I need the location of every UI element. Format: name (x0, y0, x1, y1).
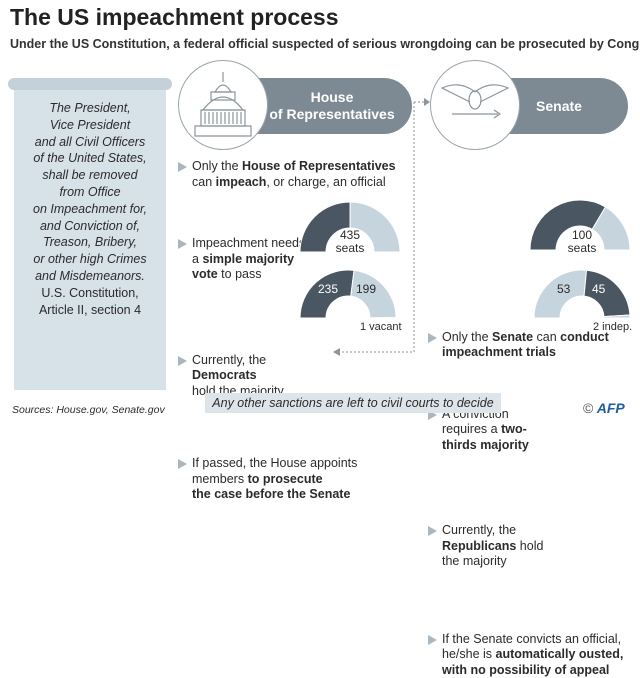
senate-rep-count: 53 (557, 282, 570, 296)
house-dem-count: 235 (318, 282, 338, 296)
logo-text: AFP (597, 400, 625, 416)
text: Currently, the (442, 523, 516, 537)
text: members (192, 472, 248, 486)
senate-composition-segment (584, 270, 630, 316)
copyright: © (583, 400, 593, 416)
house-bullet-4: If passed, the House appoints members to … (178, 456, 408, 503)
text: to prosecute (248, 472, 323, 486)
text: seats (562, 242, 602, 255)
text: thirds majority (442, 438, 529, 452)
text: seats (330, 242, 370, 255)
house-vacant-label: 1 vacant (360, 321, 402, 333)
senate-bullet-4: If the Senate convicts an official,he/sh… (428, 632, 640, 678)
text: with no possibility of appeal (442, 663, 609, 677)
sources: Sources: House.gov, Senate.gov (12, 404, 165, 416)
text: he/she is (442, 647, 496, 661)
footer-banner: Any other sanctions are left to civil co… (205, 393, 501, 413)
senate-dem-count: 45 (592, 282, 605, 296)
text: If the Senate convicts an official, (442, 632, 621, 646)
seat-charts (0, 0, 640, 426)
text: the majority (442, 554, 507, 568)
text: hold (516, 539, 543, 553)
text: If passed, the House appoints (192, 456, 357, 470)
text: automatically ousted, (496, 647, 624, 661)
text: the case before the Senate (192, 487, 350, 501)
text: Republicans (442, 539, 516, 553)
house-rep-count: 199 (356, 282, 376, 296)
senate-indep-label: 2 indep. (593, 321, 632, 333)
afp-logo: © AFP (583, 400, 625, 416)
